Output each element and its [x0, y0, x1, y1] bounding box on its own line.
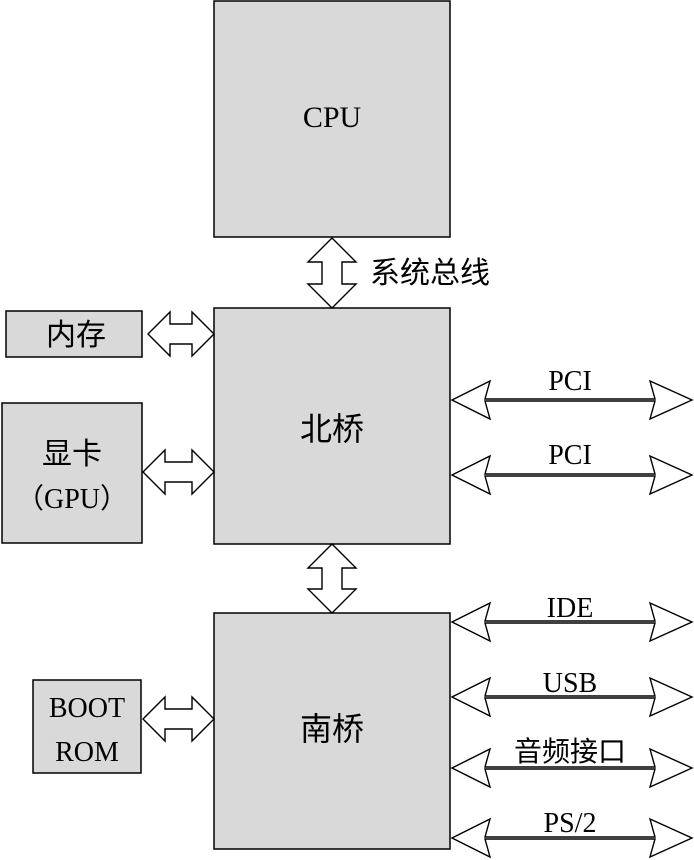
ide-arrow	[450, 601, 694, 643]
south-bridge-label: 南桥	[300, 711, 364, 747]
pci-2-arrow	[450, 454, 694, 496]
memory-arrow	[147, 310, 215, 358]
pci-1-label: PCI	[548, 366, 592, 397]
north-bridge-block	[213, 307, 451, 545]
ide-label: IDE	[547, 593, 594, 624]
boot-rom-arrow	[142, 695, 215, 743]
gpu-block	[1, 402, 143, 544]
ps2-arrow	[450, 817, 694, 859]
north-bridge-label: 北桥	[300, 411, 364, 447]
cpu-label: CPU	[303, 101, 362, 134]
right-bus-links	[450, 379, 694, 859]
usb-arrow	[450, 676, 694, 718]
gpu-label-line1: 显卡	[42, 438, 102, 471]
system-bus-label: 系统总线	[370, 257, 490, 290]
audio-label: 音频接口	[514, 736, 626, 768]
memory-label: 内存	[46, 319, 106, 352]
boot-label-line1: BOOT	[49, 693, 125, 724]
pci-1-arrow	[450, 379, 694, 421]
audio-arrow	[450, 747, 694, 789]
usb-label: USB	[543, 668, 597, 699]
cpu-block	[213, 0, 451, 238]
gpu-label-line2: （GPU）	[16, 483, 128, 515]
boot-label-line2: ROM	[55, 737, 119, 768]
gpu-arrow	[142, 448, 215, 496]
north-south-arrow	[306, 543, 358, 614]
memory-block	[5, 310, 143, 358]
ps2-label: PS/2	[544, 808, 597, 839]
system-bus-arrow	[306, 237, 358, 309]
boot-rom-block	[32, 679, 142, 774]
pci-2-label: PCI	[548, 440, 592, 471]
